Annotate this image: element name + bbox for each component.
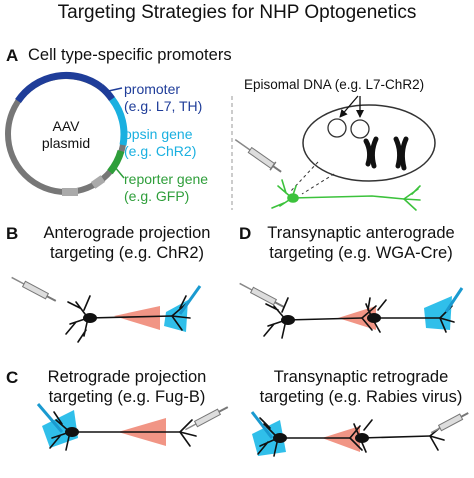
gfp-neuron bbox=[271, 179, 421, 211]
plasmid-label-line2: plasmid bbox=[41, 135, 91, 151]
panel-b-heading-line2: targeting (e.g. ChR2) bbox=[49, 244, 205, 262]
episomal-dna-illustration bbox=[289, 95, 436, 195]
plasmid-label-line1: AAV bbox=[52, 118, 80, 134]
panel-e-heading-line1: Transynaptic retrograde bbox=[273, 368, 449, 386]
panel-d-neurons bbox=[239, 282, 464, 339]
reporter-example: (e.g. GFP) bbox=[124, 188, 190, 204]
episomal-dna-label: Episomal DNA (e.g. L7-ChR2) bbox=[244, 77, 425, 92]
syringe-icon bbox=[234, 139, 282, 173]
panel-d-letter: D bbox=[239, 224, 252, 243]
aav-plasmid bbox=[5, 71, 128, 196]
promoter-segment bbox=[15, 71, 104, 104]
opsin-segment bbox=[109, 96, 128, 146]
panel-b-light-cone bbox=[114, 306, 160, 330]
panel-b-syringe-icon bbox=[11, 276, 57, 302]
panel-e-syringe-icon bbox=[430, 412, 469, 434]
panel-a-heading: Cell type-specific promoters bbox=[28, 46, 232, 64]
figure-title: Targeting Strategies for NHP Optogenetic… bbox=[57, 2, 417, 23]
panel-c-heading-line2: targeting (e.g. Fug-B) bbox=[48, 388, 206, 406]
panel-c-letter: C bbox=[6, 368, 19, 387]
panel-a-letter: A bbox=[6, 46, 19, 65]
panel-c-heading-line1: Retrograde projection bbox=[47, 368, 207, 386]
panel-b-heading-line1: Anterograde projection bbox=[43, 224, 211, 242]
panel-e-expression-zone bbox=[252, 420, 286, 456]
panel-d-heading-line2: targeting (e.g. WGA-Cre) bbox=[269, 244, 453, 262]
promoter-label: promoter bbox=[124, 81, 181, 97]
reporter-label: reporter gene bbox=[124, 171, 209, 187]
panel-c-neuron bbox=[36, 403, 229, 451]
opsin-label: opsin gene bbox=[124, 126, 193, 142]
panel-d-syringe-icon bbox=[239, 282, 285, 308]
panel-c-syringe-icon bbox=[185, 406, 229, 431]
panel-b-letter: B bbox=[6, 224, 19, 243]
panel-e-light-cone bbox=[322, 426, 360, 452]
panel-e-heading-line2: targeting (e.g. Rabies virus) bbox=[259, 388, 463, 406]
opsin-example: (e.g. ChR2) bbox=[124, 143, 197, 159]
reporter-segment bbox=[107, 149, 125, 175]
panel-d-heading-line1: Transynaptic anterograde bbox=[267, 224, 455, 242]
panel-d-expression-zone bbox=[424, 296, 452, 330]
panel-e-neurons bbox=[250, 411, 469, 457]
promoter-example: (e.g. L7, TH) bbox=[124, 98, 203, 114]
panel-b-neuron bbox=[11, 276, 202, 343]
